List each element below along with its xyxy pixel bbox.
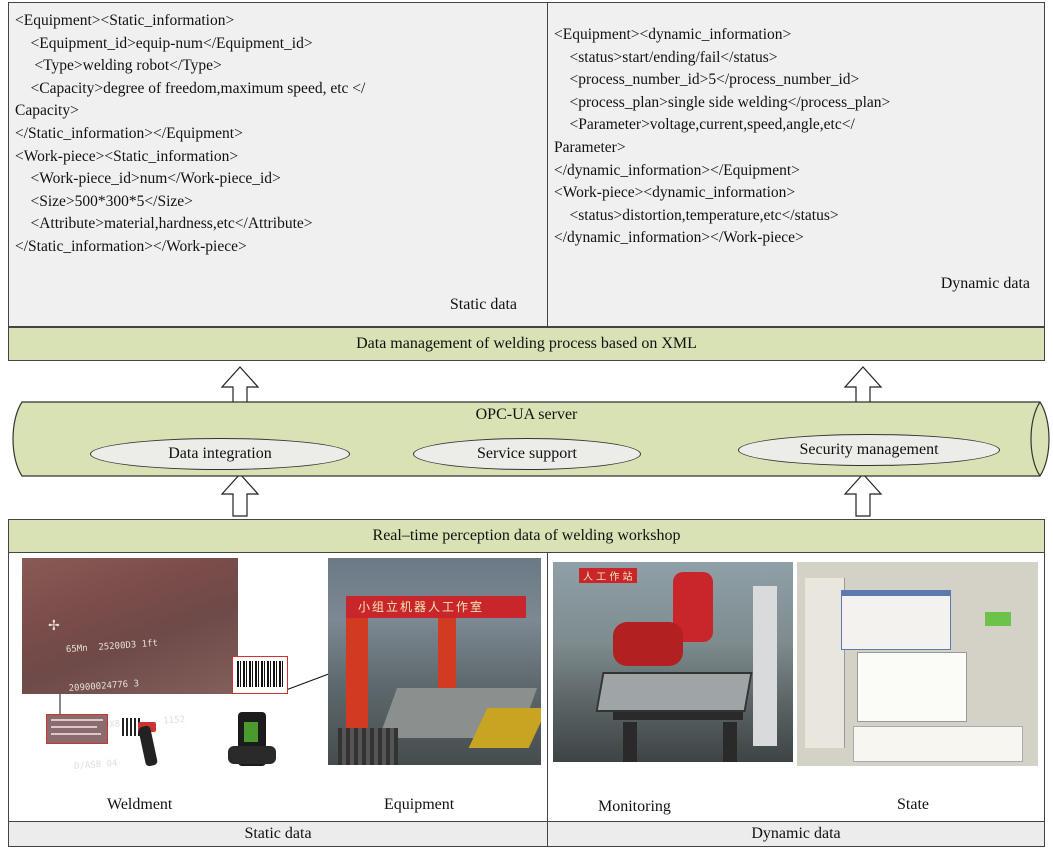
static-xml-line: <Type>welding robot</Type> [15, 57, 222, 75]
equipment-photo: 小组立机器人工作室 [328, 558, 541, 765]
dynamic-xml-line: Parameter> [554, 139, 626, 156]
static-xml-line: Capacity> [15, 102, 79, 120]
static-xml-line: <Attribute>material,hardness,etc</Attrib… [15, 215, 313, 233]
dynamic-xml-line: <Parameter>voltage,current,speed,angle,e… [554, 116, 855, 134]
state-screen-photo [797, 562, 1038, 766]
static-xml-line: <Capacity>degree of freedom,maximum spee… [15, 79, 366, 97]
security-management-oval: Security management [738, 434, 1000, 466]
monitoring-label: Monitoring [598, 798, 671, 815]
up-arrow-icon [843, 473, 883, 517]
perception-band: Real–time perception data of welding wor… [8, 519, 1045, 553]
static-xml-line: <Equipment_id>equip-num</Equipment_id> [15, 34, 313, 52]
data-integration-oval: Data integration [90, 438, 350, 470]
dynamic-xml-line: </dynamic_information></Work-piece> [554, 229, 804, 247]
rfid-reader-photo [214, 706, 290, 772]
barcode-label-photo [232, 656, 288, 694]
plate-logo-icon: ✢ [48, 619, 60, 634]
footer-dynamic-data: Dynamic data [547, 821, 1045, 847]
weldment-label: Weldment [107, 796, 173, 813]
static-xml-line: <Equipment><Static_information> [15, 12, 235, 29]
workshop-banner-2: 人 工 作 站 [579, 568, 637, 583]
static-xml-line: <Work-piece_id>num</Work-piece_id> [15, 170, 281, 188]
up-arrow-icon [220, 473, 260, 517]
dynamic-xml-line: </dynamic_information></Equipment> [554, 161, 800, 179]
static-xml-line: </Static_information></Equipment> [15, 125, 243, 142]
dynamic-data-caption: Dynamic data [940, 275, 1030, 292]
dynamic-xml-line: <Work-piece><dynamic_information> [554, 184, 796, 202]
label-crop-photo [46, 714, 108, 744]
dynamic-xml-line: <status>distortion,temperature,etc</stat… [554, 206, 839, 224]
equipment-label: Equipment [384, 796, 455, 813]
static-xml-line: <Work-piece><Static_information> [15, 147, 239, 165]
opc-server-title: OPC-UA server [475, 406, 578, 423]
service-support-oval: Service support [413, 438, 641, 470]
static-xml-panel: <Equipment><Static_information> <Equipme… [8, 2, 548, 327]
xml-management-band: Data management of welding process based… [8, 327, 1045, 361]
static-data-caption: Static data [449, 296, 517, 313]
dynamic-xml-line: <status>start/ending/fail</status> [554, 48, 778, 66]
dynamic-xml-line: <Equipment><dynamic_information> [554, 26, 792, 43]
dynamic-xml-line: <process_number_id>5</process_number_id> [554, 71, 860, 89]
dynamic-xml-panel: <Equipment><dynamic_information> <status… [547, 2, 1045, 327]
steel-plate-photo: 65Mn 25200D3 1ft 20900024776 3 16X2200X8… [22, 558, 238, 772]
state-label: State [897, 796, 929, 813]
static-xml-line: </Static_information></Work-piece> [15, 238, 247, 255]
footer-static-data: Static data [8, 821, 548, 847]
workshop-banner: 小组立机器人工作室 [358, 600, 485, 614]
monitoring-photo: 人 工 作 站 [553, 562, 793, 762]
barcode-scanner-photo [120, 716, 164, 768]
dynamic-xml-line: <process_plan>single side welding</proce… [554, 93, 891, 111]
static-xml-line: <Size>500*300*5</Size> [15, 192, 193, 210]
